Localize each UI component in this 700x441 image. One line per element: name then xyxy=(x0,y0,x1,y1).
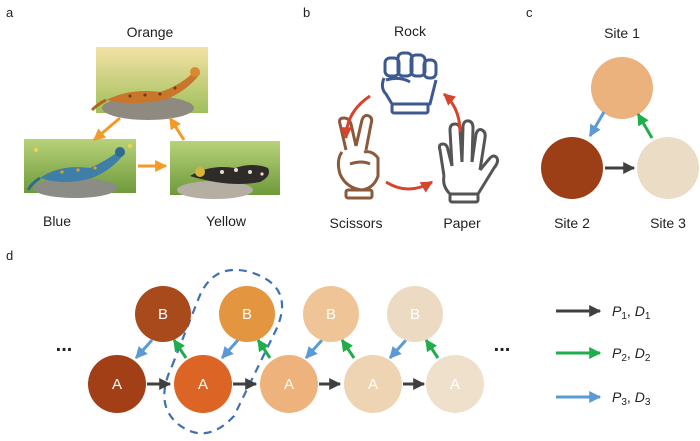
legend-label-1: P1, D1 xyxy=(612,303,651,322)
arrow-b2-to-a2 xyxy=(220,339,240,359)
orange-lizard-image xyxy=(90,47,208,120)
node-b-4-label: B xyxy=(410,306,420,323)
panel-letter-b: b xyxy=(303,5,310,20)
rps-label-scissors: Scissors xyxy=(330,215,383,231)
node-a-5-label: A xyxy=(450,376,460,393)
node-a-3 xyxy=(260,355,318,413)
panel-b: b Rock Scissors Paper xyxy=(303,5,500,231)
panel-d: d ... ... B B B B A A xyxy=(6,248,651,435)
ellipsis-right: ... xyxy=(494,334,511,356)
node-a-4-label: A xyxy=(368,376,378,393)
lizard-label-yellow: Yellow xyxy=(206,213,247,229)
rps-label-rock: Rock xyxy=(394,23,427,39)
panel-letter-d: d xyxy=(6,248,13,263)
legend-label-3: P3, D3 xyxy=(612,389,651,408)
arrow-yellow-to-orange xyxy=(168,116,186,141)
node-a-4 xyxy=(344,355,402,413)
lizard-label-orange: Orange xyxy=(127,24,174,40)
panel-letter-a: a xyxy=(6,5,14,20)
node-a-5 xyxy=(426,355,484,413)
node-a-1-label: A xyxy=(112,376,122,393)
ellipsis-left: ... xyxy=(56,334,73,356)
site-3-node xyxy=(637,137,699,199)
node-b-1 xyxy=(135,286,191,342)
arrow-b3-to-a3 xyxy=(304,339,324,359)
panel-c: c Site 1 Site 2 Site 3 xyxy=(526,5,699,231)
arrow-site3-to-site1 xyxy=(636,112,654,139)
peace-hand-icon xyxy=(336,114,380,200)
arrow-a2-to-b1 xyxy=(172,339,188,359)
node-a-1 xyxy=(88,355,146,413)
site-label-3: Site 3 xyxy=(650,215,686,231)
node-b-2-label: B xyxy=(242,306,252,323)
arrow-orange-to-blue xyxy=(93,116,121,142)
legend-label-2: P2, D2 xyxy=(612,345,651,364)
node-a-3-label: A xyxy=(284,376,294,393)
node-b-1-label: B xyxy=(158,306,168,323)
arrow-a5-to-b4 xyxy=(424,339,440,359)
node-b-4 xyxy=(387,286,443,342)
panel-a: a Orange Blue Yellow xyxy=(6,5,280,229)
rps-label-paper: Paper xyxy=(443,215,481,231)
node-b-2 xyxy=(219,286,275,342)
fist-icon xyxy=(380,51,438,115)
node-a-2-label: A xyxy=(198,376,208,393)
open-hand-icon xyxy=(437,119,500,204)
lizard-label-blue: Blue xyxy=(43,213,71,229)
site-label-2: Site 2 xyxy=(554,215,590,231)
arrow-b1-to-a1 xyxy=(134,339,154,359)
site-1-node xyxy=(591,57,653,119)
site-label-1: Site 1 xyxy=(604,25,640,41)
node-a-2 xyxy=(174,355,232,413)
dashed-group-outline xyxy=(163,268,284,435)
arrow-scissors-to-paper xyxy=(385,180,434,193)
node-b-3-label: B xyxy=(326,306,336,323)
arrow-a4-to-b3 xyxy=(340,339,356,359)
arrow-site1-to-site2 xyxy=(588,111,606,138)
blue-lizard-image xyxy=(24,139,136,198)
arrow-a3-to-b2 xyxy=(256,339,272,359)
yellow-lizard-image xyxy=(170,141,280,199)
panel-letter-c: c xyxy=(526,5,533,20)
legend: P1, D1 P2, D2 P3, D3 xyxy=(556,303,651,408)
arrow-paper-to-rock xyxy=(442,92,462,133)
site-2-node xyxy=(541,137,603,199)
arrow-b4-to-a4 xyxy=(388,339,408,359)
arrow-rock-to-scissors xyxy=(340,94,371,140)
node-b-3 xyxy=(303,286,359,342)
